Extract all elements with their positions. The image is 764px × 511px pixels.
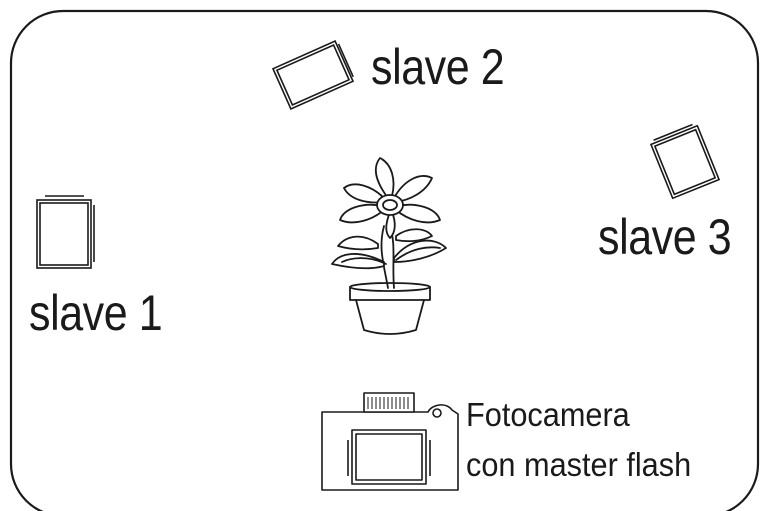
slave-2-flash-icon xyxy=(271,40,355,110)
slave-1-flash-icon xyxy=(36,195,95,269)
slave-1-label: slave 1 xyxy=(29,285,163,341)
slave-3-label: slave 3 xyxy=(598,209,732,265)
camera-label-line-2: con master flash xyxy=(466,446,692,483)
flash-grille xyxy=(367,397,409,409)
slave-3-flash-icon xyxy=(649,123,721,200)
slave-2-label: slave 2 xyxy=(371,39,505,95)
diagram-frame xyxy=(9,9,760,511)
camera-with-master-flash-icon xyxy=(321,392,459,491)
potted-plant-icon xyxy=(331,157,447,335)
camera-label-line-1: Fotocamera xyxy=(466,396,630,433)
